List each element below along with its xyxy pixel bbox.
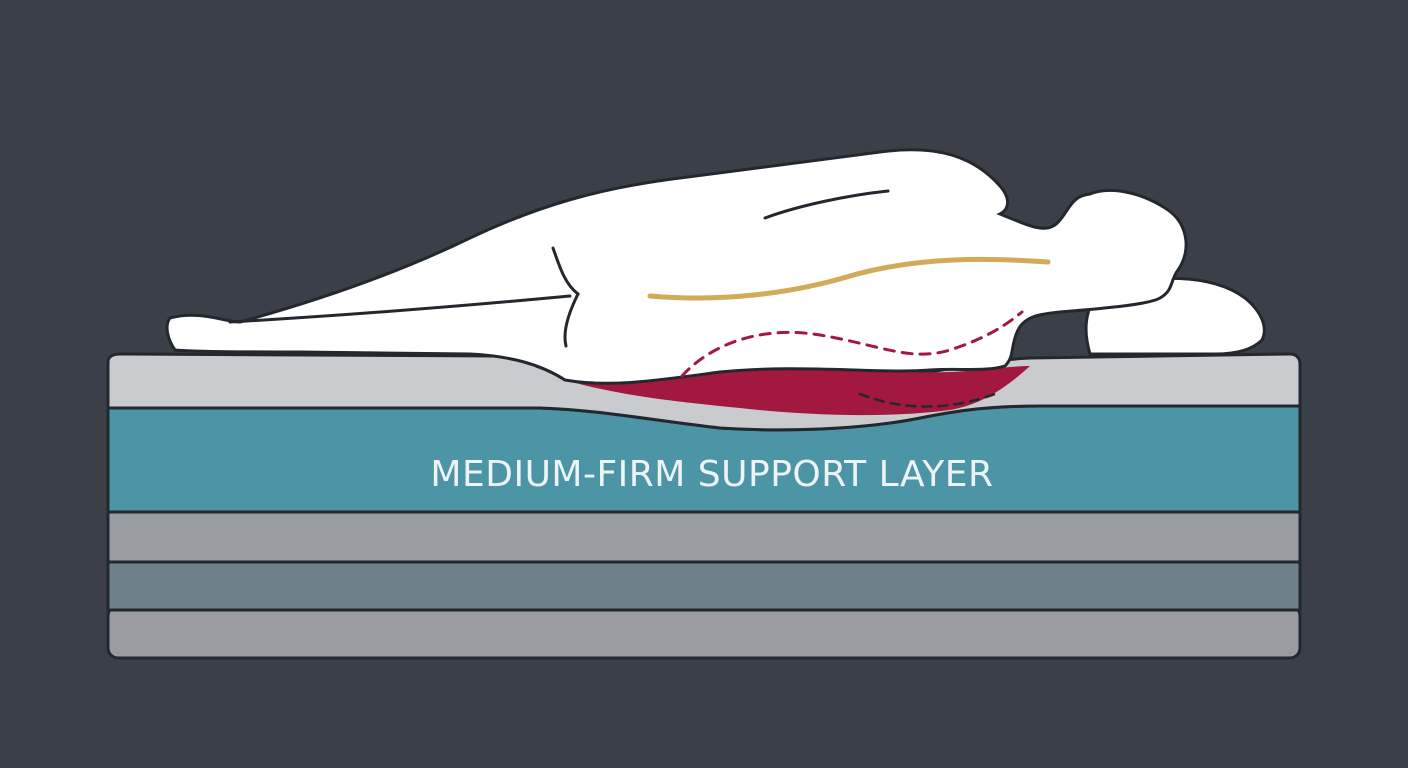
ideal-spine-contour bbox=[680, 310, 1024, 378]
arm-line bbox=[763, 189, 890, 220]
base-layer-top bbox=[106, 510, 1302, 564]
hip-line bbox=[551, 246, 580, 348]
person-silhouette bbox=[165, 148, 1188, 385]
support-layer-label: MEDIUM-FIRM SUPPORT LAYER bbox=[430, 454, 993, 495]
base-layer-bottom bbox=[106, 604, 1302, 660]
leg-line bbox=[228, 294, 572, 324]
base-layer-middle bbox=[106, 558, 1302, 612]
pressure-dashed-underline bbox=[858, 390, 1002, 408]
spine-line bbox=[647, 256, 1051, 301]
